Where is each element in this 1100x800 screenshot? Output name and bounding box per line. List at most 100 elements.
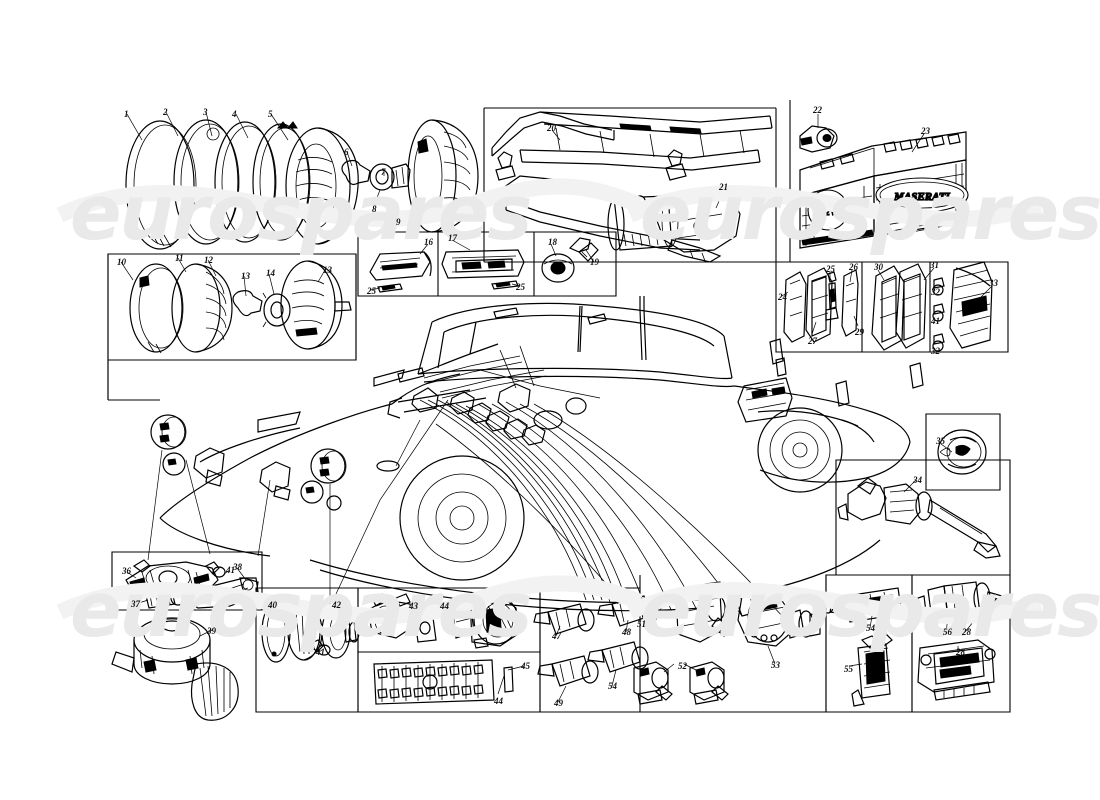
headlamp-exploded-assembly [125, 119, 479, 250]
callout-windscreen-wiper-arm-and-blade: 20 [547, 123, 556, 133]
solenoid-54 [587, 641, 649, 673]
callout-inner-headlamp-bulb: 13 [241, 271, 250, 281]
callout-rear-lamp-gasket: 26 [849, 262, 858, 272]
callout-festoon-bulb: 25 [826, 264, 835, 274]
callout-fuse-box-cover: 44 [494, 696, 503, 706]
callout-battery: 23 [921, 126, 930, 136]
callout-headlamp-sealed-beam-unit: 5 [268, 109, 273, 119]
callout-battery-terminal-clamp: 22 [813, 105, 822, 115]
callout-rear-lamp-lens-right: 30 [874, 262, 883, 272]
horn-button-35 [937, 429, 987, 475]
car-body-outline [159, 296, 911, 612]
callout-solenoid-cylinder: 54 [608, 681, 617, 691]
callout-rear-lamp-trim: 31 [930, 260, 939, 270]
callout-voltage-regulator: 28 [956, 647, 965, 657]
callout-front-parking-lamp: 17 [448, 233, 457, 243]
fuse-box-45 [373, 659, 514, 705]
callout-wiper-switch-body: 44 [440, 601, 449, 611]
callout-front-side-marker-lamp: 16 [424, 237, 433, 247]
festoon-bulb-37 [145, 590, 186, 609]
ignition-coil-55 [851, 633, 893, 707]
callout-inner-headlamp-trim-ring: 10 [117, 257, 126, 267]
callout-lamp-bulb-festoon: 37 [131, 599, 140, 609]
leader-lines-misc [126, 114, 993, 703]
dip-switch-51 [675, 581, 731, 643]
leader-lines-left-cluster [147, 399, 449, 610]
callout-ignition-coil-bracket: 43 [409, 601, 418, 611]
festoon-bulb-25-left [377, 283, 403, 293]
callout-ignition-key: 28 [962, 627, 971, 637]
callout-rear-lamp-bulb: 32 [931, 346, 940, 356]
wiper-linkage-21 [495, 149, 741, 263]
lamp-connector-19 [568, 237, 599, 262]
switch-43 [367, 593, 437, 643]
callout-inner-headlamp-retaining-ring: 11 [175, 253, 184, 263]
parking-lamp-17 [441, 249, 525, 279]
callout-bulb-holder: 7 [381, 167, 386, 177]
wiper-motor-34 [837, 477, 1001, 559]
svg-text:MASERATI: MASERATI [893, 191, 950, 203]
callout-wiper-motor-with-drive-cable: 34 [913, 475, 922, 485]
harness-connectors [387, 367, 587, 446]
solenoid-47 [533, 603, 595, 635]
callout-inner-headlamp-unit: 13 [323, 265, 332, 275]
callout-inner-headlamp-bulb-holder: 14 [266, 268, 275, 278]
callout-ignition-starter-switch: 53 [771, 660, 780, 670]
callout-headlamp-bulb: 6 [344, 147, 349, 157]
callout-horn-assembly: 39 [207, 626, 216, 636]
panel-frames [107, 100, 1011, 713]
callout-bulb-socket-connector: 8 [372, 204, 377, 214]
callout-ignition-coil: 55 [844, 664, 853, 674]
callout-headlamp-retaining-ring: 2 [163, 107, 168, 117]
callout-inner-headlamp-rim: 12 [204, 255, 213, 265]
callout-headlamp-rim: 3 [203, 107, 208, 117]
inner-headlamp-assembly [129, 260, 352, 354]
left-switch-cluster [150, 414, 400, 511]
inline-fuse-54 [822, 587, 903, 623]
lamp-gasket-18 [541, 253, 575, 283]
callout-horn-push-button: 35 [936, 436, 945, 446]
toggle-switch-52-right [689, 661, 729, 705]
rear-console [737, 338, 924, 423]
wiring-harness [419, 399, 785, 619]
wiper-arm-20 [491, 111, 773, 171]
solenoid-49 [537, 655, 599, 687]
callout-rear-lamp-bulb: 32 [931, 287, 940, 297]
rear-lamp-group [783, 261, 993, 352]
callout-solenoid-cylinder: 47 [552, 631, 561, 641]
ignition-barrel-56 [917, 581, 1009, 621]
toggle-switch-52-left [633, 661, 673, 705]
callout-ignition-barrel-lock: 56 [943, 627, 952, 637]
callout-lamp-gasket: 18 [548, 237, 557, 247]
callout-festoon-bulb: 25 [367, 286, 376, 296]
callout-speaker-grille: 40 [268, 600, 277, 610]
callout-bulb-small: 41 [931, 316, 940, 326]
festoon-bulb-25-right [491, 280, 519, 290]
voltage-regulator-28 [917, 639, 996, 701]
side-marker-lamp-16 [369, 251, 432, 281]
callout-solenoid-cylinder: 48 [622, 627, 631, 637]
callout-lamp-switch-connector: 19 [590, 257, 599, 267]
callout-headlamp-adjuster-ring: 4 [232, 109, 237, 119]
callout-rear-reflector-assembly: 33 [989, 278, 998, 288]
callout-headlamp-outer-trim-ring: 1 [124, 109, 129, 119]
callout-fuse-box: 45 [521, 661, 530, 671]
callout-solenoid-cylinder: 49 [554, 698, 563, 708]
callout-interior-courtesy-lamp: 36 [122, 566, 131, 576]
callout-festoon-bulb: 25 [516, 282, 525, 292]
callout-number-plate-lamp: 38 [233, 562, 242, 572]
horn-39 [111, 617, 239, 721]
callout-loudspeaker: 42 [332, 600, 341, 610]
speaker-grille-40 [261, 601, 323, 663]
battery-terminal-22 [799, 125, 838, 153]
callout-toggle-switch: 52 [678, 661, 687, 671]
callout-inline-fuse-holder: 54 [866, 623, 875, 633]
callout-rear-lamp-seal: 29 [855, 327, 864, 337]
callout-bulb-small: 41 [226, 565, 235, 575]
callout-headlamp-dip-switch: 51 [637, 619, 646, 629]
leader-lines-headlamp [126, 111, 415, 221]
ignition-switch-53 [735, 587, 821, 647]
callout-headlamp-bowl: 9 [396, 217, 401, 227]
